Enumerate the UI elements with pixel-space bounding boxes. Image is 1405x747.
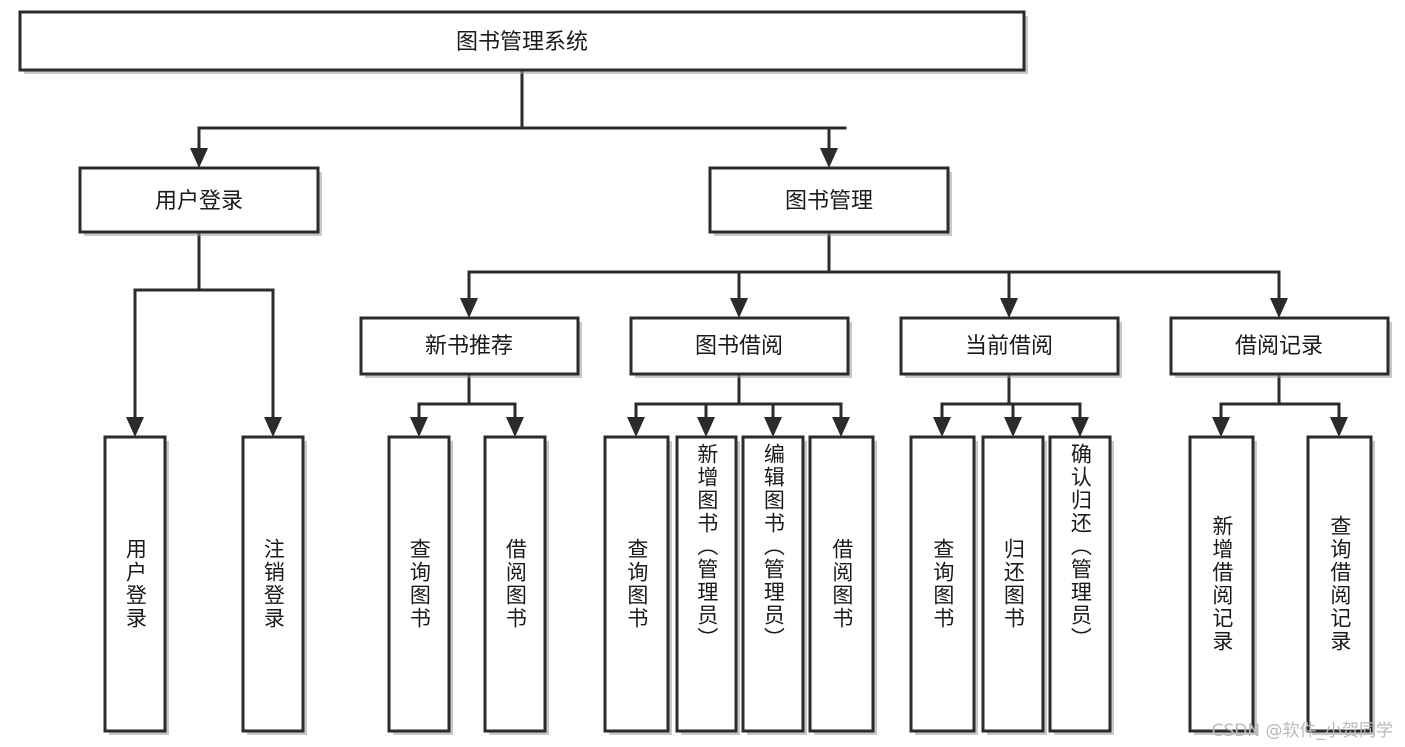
edge-group-book-borrow bbox=[627, 372, 850, 437]
leaf-borrow-query-box[interactable] bbox=[603, 435, 670, 733]
node-root-label: 图书管理系统 bbox=[456, 30, 588, 55]
node-new-book-rec[interactable]: 新书推荐 bbox=[359, 316, 582, 378]
node-borrow-record[interactable]: 借阅记录 bbox=[1169, 316, 1392, 378]
leaf-rec-add-box[interactable] bbox=[1188, 435, 1255, 733]
arrow-head-leaf-borrow-do bbox=[832, 417, 850, 437]
leaf-borrow-do-box[interactable] bbox=[808, 435, 875, 733]
node-book-borrow-box[interactable] bbox=[629, 316, 850, 376]
node-root-box[interactable] bbox=[18, 10, 1026, 72]
leaf-user-login-box[interactable] bbox=[103, 435, 167, 733]
arrow-head-borrow-record bbox=[1270, 298, 1288, 318]
leaf-borrow-edit-box[interactable] bbox=[741, 435, 805, 733]
arrow-head-user-login bbox=[190, 148, 208, 168]
arrow-head-leaf-cur-query bbox=[933, 417, 951, 437]
arrow-head-leaf-cur-confirm bbox=[1071, 417, 1089, 437]
node-root[interactable]: 图书管理系统 bbox=[18, 10, 1028, 74]
leaf-cur-return-box[interactable] bbox=[981, 435, 1045, 733]
edge-group-user-login bbox=[126, 230, 282, 437]
leaf-boxes bbox=[103, 435, 1375, 735]
arrow-head-leaf-cur-return bbox=[1004, 417, 1022, 437]
node-user-login-label: 用户登录 bbox=[155, 189, 243, 214]
arrow-head-leaf-borrow-query bbox=[627, 417, 645, 437]
arrow-head-leaf-borrow-add bbox=[697, 417, 715, 437]
edge-group-book-manage bbox=[460, 230, 1288, 318]
arrow-head-leaf-rec-add bbox=[1212, 417, 1230, 437]
node-borrow-record-label: 借阅记录 bbox=[1235, 334, 1323, 359]
node-new-book-rec-label: 新书推荐 bbox=[425, 334, 513, 359]
leaf-cur-confirm-box[interactable] bbox=[1048, 435, 1112, 733]
edge-group-current-borrow bbox=[933, 372, 1089, 437]
leaf-rec-search-box[interactable] bbox=[1306, 435, 1373, 733]
edge-group-root bbox=[190, 68, 847, 168]
arrow-head-current-borrow bbox=[1000, 298, 1018, 318]
node-book-manage-box[interactable] bbox=[708, 166, 950, 234]
edge-group-new-book-rec bbox=[410, 372, 524, 437]
node-user-login-box[interactable] bbox=[78, 166, 320, 234]
node-current-borrow-label: 当前借阅 bbox=[965, 334, 1053, 359]
node-current-borrow[interactable]: 当前借阅 bbox=[899, 316, 1122, 378]
arrow-head-leaf-rec-search bbox=[1330, 417, 1348, 437]
leaf-cur-query-box[interactable] bbox=[909, 435, 976, 733]
leaf-rec-query-box[interactable] bbox=[387, 435, 451, 733]
arrow-head-book-manage bbox=[820, 148, 838, 168]
arrow-head-leaf-user-login bbox=[126, 417, 144, 437]
arrow-head-leaf-rec-query bbox=[410, 417, 428, 437]
node-book-manage[interactable]: 图书管理 bbox=[708, 166, 952, 236]
node-current-borrow-box[interactable] bbox=[899, 316, 1120, 376]
node-book-borrow-label: 图书借阅 bbox=[695, 334, 783, 359]
node-book-manage-label: 图书管理 bbox=[785, 189, 873, 214]
arrow-head-leaf-rec-borrow bbox=[506, 417, 524, 437]
arrow-head-leaf-user-logout bbox=[264, 417, 282, 437]
arrow-head-book-borrow bbox=[730, 298, 748, 318]
arrow-head-leaf-borrow-edit bbox=[764, 417, 782, 437]
node-borrow-record-box[interactable] bbox=[1169, 316, 1390, 376]
arrow-head-new-book-rec bbox=[460, 298, 478, 318]
leaf-user-logout-box[interactable] bbox=[241, 435, 305, 733]
watermark-text: CSDN @软件_小贺同学 bbox=[1211, 721, 1393, 741]
node-new-book-rec-box[interactable] bbox=[359, 316, 580, 376]
node-user-login[interactable]: 用户登录 bbox=[78, 166, 322, 236]
leaf-rec-borrow-box[interactable] bbox=[483, 435, 547, 733]
node-book-borrow[interactable]: 图书借阅 bbox=[629, 316, 852, 378]
leaf-borrow-add-box[interactable] bbox=[675, 435, 738, 733]
edge-group-borrow-record bbox=[1212, 372, 1348, 437]
